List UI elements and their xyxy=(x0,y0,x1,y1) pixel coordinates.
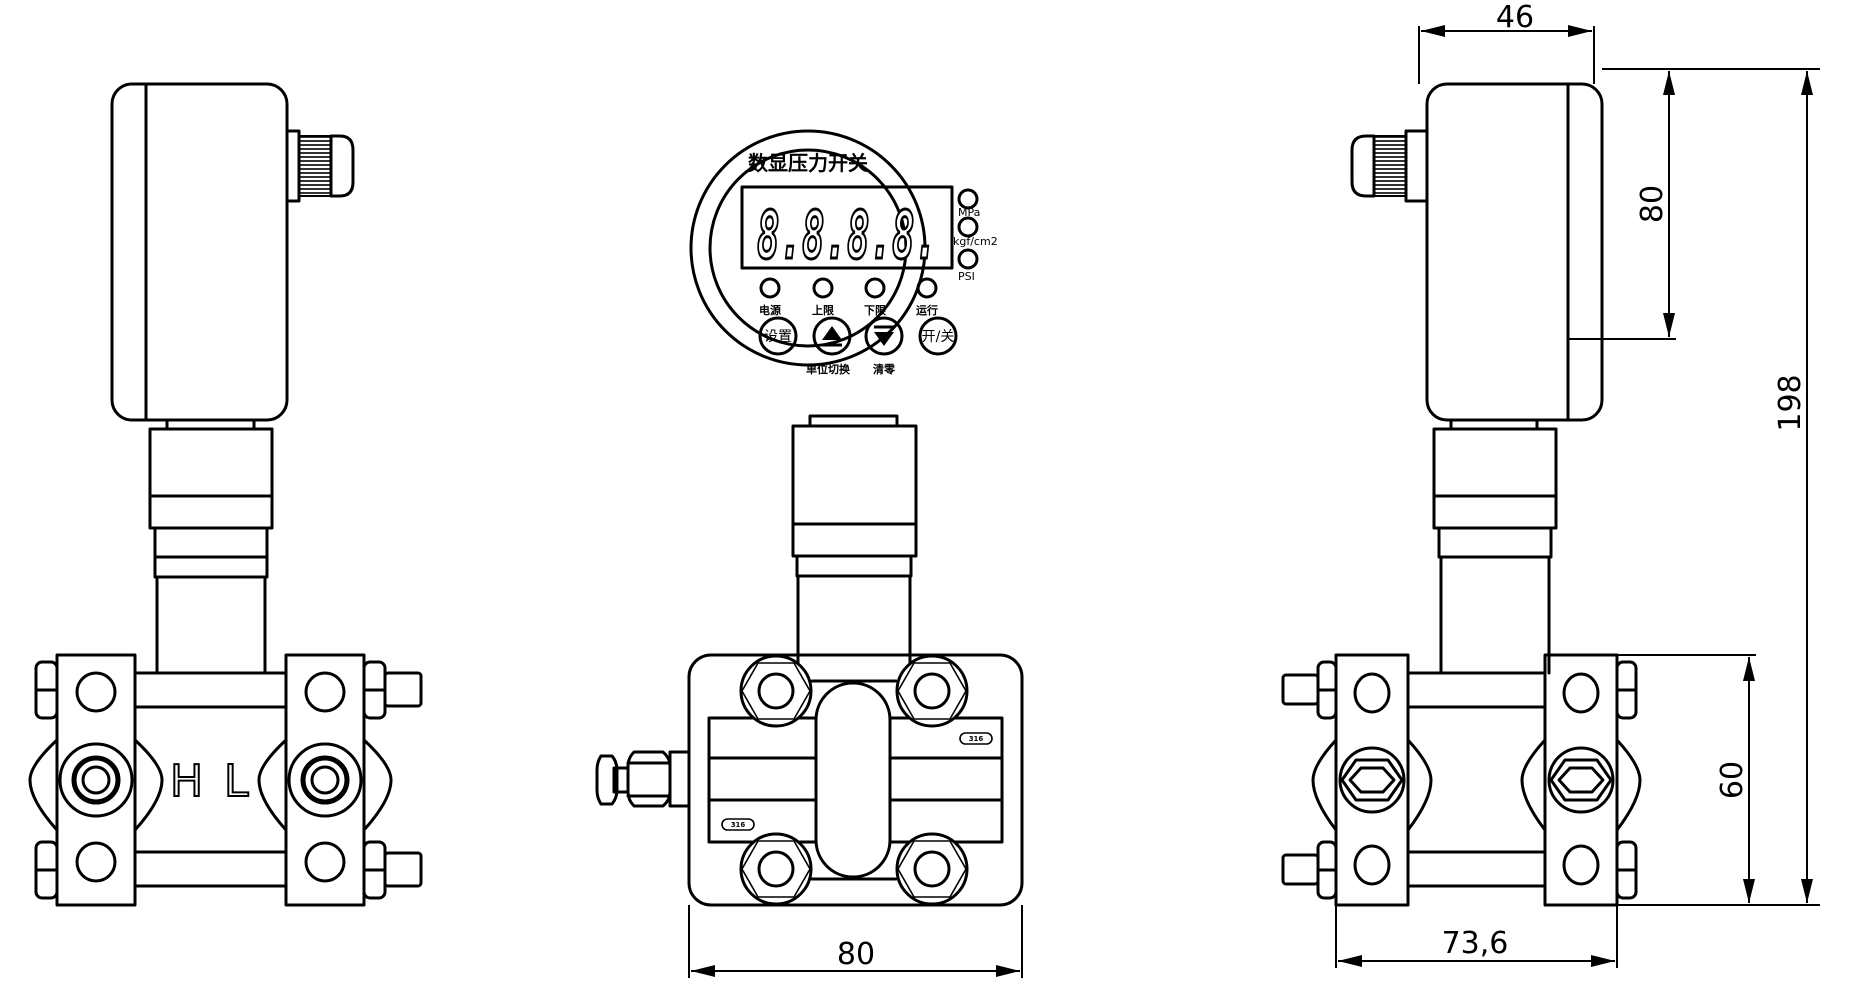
dim-flange-height-value: 60 xyxy=(1715,761,1750,799)
material-badge-top xyxy=(959,732,993,745)
dial-title: 数显压力开关 xyxy=(748,151,868,175)
dimension-flange-height: 60 xyxy=(1617,654,1756,903)
led-upper-icon xyxy=(812,277,834,299)
dim-overall-height-value: 198 xyxy=(1773,374,1808,431)
dial-face: 数显压力开关 8.8.8.8. MPa kgf/cm2 PSI 电源 上限 下限… xyxy=(689,129,998,376)
housing-right xyxy=(1425,82,1604,422)
indicator-power-label: 电源 xyxy=(759,303,781,317)
set-button[interactable]: 设置 xyxy=(758,316,798,356)
bolt-bottom-right xyxy=(895,832,969,906)
triangle-up-icon xyxy=(822,326,842,340)
onoff-button[interactable]: 开/关 xyxy=(918,316,958,356)
cable-gland-right xyxy=(1350,129,1429,203)
body-bars-right xyxy=(1406,671,1547,888)
port-label-l: L xyxy=(224,756,249,807)
svg-text:316: 316 xyxy=(969,735,984,743)
dim-front-width-value: 80 xyxy=(837,937,875,972)
led-run-icon xyxy=(916,277,938,299)
bolt-top-left xyxy=(739,654,813,728)
up-button-sublabel: 单位切换 xyxy=(806,362,851,376)
unit-psi: PSI xyxy=(958,270,975,283)
bolt-bottom-left xyxy=(739,832,813,906)
dim-housing-height-value: 80 xyxy=(1635,185,1670,223)
dimension-flange-width: 73,6 xyxy=(1335,905,1618,968)
vent-valve xyxy=(595,750,691,808)
down-button[interactable] xyxy=(864,316,904,356)
down-button-sublabel: 清零 xyxy=(873,362,896,376)
dim-flange-width-value: 73,6 xyxy=(1442,926,1509,961)
flange-right-2 xyxy=(1520,653,1642,907)
led-psi-icon xyxy=(957,248,979,270)
body-bars-left xyxy=(133,671,288,888)
dimension-housing-depth: 46 xyxy=(1418,0,1595,84)
stem-right xyxy=(1432,418,1558,675)
flange-h xyxy=(28,653,164,907)
led-mpa-icon xyxy=(957,188,979,210)
svg-text:316: 316 xyxy=(731,821,746,829)
unit-kgf: kgf/cm2 xyxy=(953,235,998,248)
port-label-h: H xyxy=(170,756,203,807)
stem-left xyxy=(148,418,274,675)
flange-right-1 xyxy=(1281,653,1433,907)
side-view-right: 46 80 198 60 73,6 xyxy=(1281,0,1820,968)
led-power-icon xyxy=(759,277,781,299)
onoff-button-label: 开/关 xyxy=(922,329,955,345)
dimension-overall-height: 198 xyxy=(1617,71,1820,906)
front-view: 数显压力开关 8.8.8.8. MPa kgf/cm2 PSI 电源 上限 下限… xyxy=(595,129,1024,978)
indicator-run-label: 运行 xyxy=(916,303,938,317)
dim-housing-depth-value: 46 xyxy=(1496,0,1534,35)
seven-segment-display: 8.8.8.8. xyxy=(757,197,937,274)
unit-mpa: MPa xyxy=(958,206,980,219)
material-badge-bottom xyxy=(721,818,755,831)
triangle-down-icon xyxy=(874,332,894,346)
bolt-top-right xyxy=(895,654,969,728)
housing-left xyxy=(110,82,289,422)
set-button-label: 设置 xyxy=(764,329,792,345)
led-lower-icon xyxy=(864,277,886,299)
led-kgf-icon xyxy=(957,216,979,238)
indicator-lower-label: 下限 xyxy=(864,303,886,317)
up-button[interactable] xyxy=(812,316,852,356)
side-view-left: H L xyxy=(28,82,423,907)
dimension-front-width: 80 xyxy=(688,905,1023,978)
stem-front xyxy=(791,414,918,665)
process-flange-front: 316 316 xyxy=(687,653,1024,907)
flange-l xyxy=(257,653,423,907)
indicator-upper-label: 上限 xyxy=(812,303,834,317)
dimension-housing-height: 80 xyxy=(1568,68,1820,340)
cable-gland-left xyxy=(285,129,355,203)
